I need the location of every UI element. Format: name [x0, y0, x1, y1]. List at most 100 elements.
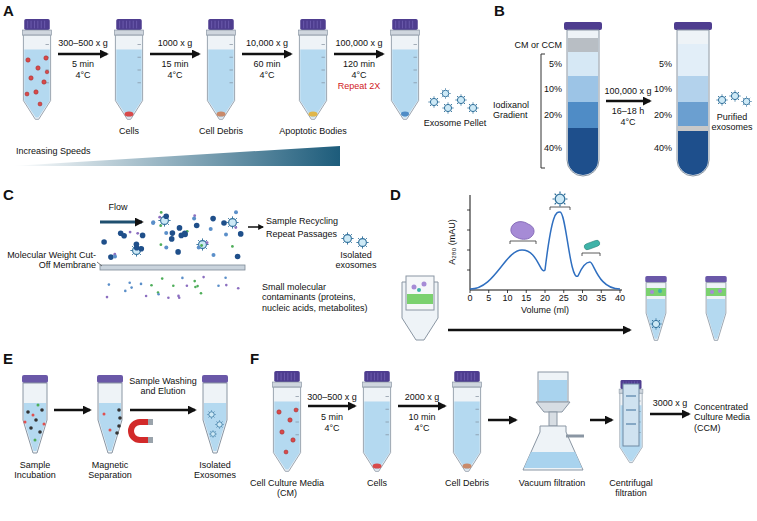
particle [192, 217, 196, 221]
text-label: 120 min [343, 59, 375, 69]
text-label: 20 [540, 293, 550, 303]
contaminant-dot [150, 284, 153, 287]
particle [206, 241, 209, 244]
contaminant-dot [237, 287, 240, 290]
particle [159, 224, 162, 227]
text-label: Repeat Passages [266, 229, 337, 239]
text-label: Repeat 2X [338, 81, 381, 91]
speed-wedge [12, 146, 340, 166]
eluate-tubes [645, 276, 726, 340]
text-label: 20% [544, 110, 562, 120]
particle [169, 236, 175, 242]
concentration-workflow [273, 371, 689, 471]
particle [234, 226, 237, 229]
contaminant-dot [186, 284, 189, 287]
particle [175, 249, 181, 255]
particle [164, 231, 168, 235]
contaminant-dot [161, 277, 164, 280]
contaminant-dot [196, 285, 199, 288]
particle [108, 254, 114, 260]
particle [212, 253, 216, 257]
particle [164, 246, 168, 250]
text-label: 60 min [253, 59, 280, 69]
particle [182, 232, 188, 238]
ultrafiltration-membrane [97, 214, 369, 270]
text-label: Sample Incubation [4, 460, 66, 481]
particle [209, 227, 213, 231]
text-label: 300–500 x g [58, 38, 108, 48]
contaminant-dot [108, 283, 111, 286]
text-label: 1000 x g [158, 38, 193, 48]
contaminant-dot [193, 280, 196, 283]
particle [235, 254, 241, 260]
contaminant-dot [200, 292, 203, 295]
particle [210, 216, 216, 222]
panel-letter: A [3, 2, 14, 19]
text-label: Purified exosomes [710, 112, 754, 133]
particles [101, 210, 243, 299]
text-label: Molecular Weight Cut-Off Membrane [2, 250, 96, 271]
particle [140, 233, 146, 239]
text-label: 10% [544, 84, 562, 94]
contaminant-dot [172, 285, 175, 288]
contaminant-dot [202, 276, 205, 279]
process-arrows [58, 53, 383, 56]
text-label: Vacuum filtration [516, 478, 588, 488]
particle [221, 220, 227, 226]
particle [238, 231, 244, 237]
contaminant-dot [128, 281, 131, 284]
contaminant-dot [178, 297, 181, 300]
text-label: 25 [559, 293, 569, 303]
text-label: 30 [577, 293, 587, 303]
text-label: 4°C [167, 70, 182, 80]
text-label: 5% [549, 59, 562, 69]
process-arrow [606, 100, 650, 103]
contaminant-dot [130, 286, 133, 289]
particle [139, 246, 145, 252]
text-label: Exosome Pellet [424, 118, 487, 128]
exosome-pellet [428, 88, 478, 113]
text-label: 0 [467, 293, 472, 303]
text-label: 3000 x g [653, 398, 688, 408]
particle [129, 231, 132, 234]
text-label: Cells [119, 126, 139, 136]
text-label: Volume (ml) [521, 305, 569, 315]
spin-column [402, 276, 438, 340]
text-label: CM or CCM [515, 40, 563, 50]
contaminant-dot [106, 296, 109, 299]
text-label: Sample Recycling [266, 216, 338, 226]
text-label: 20% [654, 110, 672, 120]
contaminant-dot [124, 290, 127, 293]
particle [170, 230, 176, 236]
text-label: Cell Debris [445, 478, 489, 488]
text-label: Isolated Exosomes [187, 460, 243, 481]
text-label: 10 [502, 293, 512, 303]
text-label: 5% [659, 59, 672, 69]
contaminant-dot [145, 295, 148, 298]
particle [163, 214, 169, 220]
text-label: Iodixanol Gradient [493, 100, 539, 121]
text-label: 100,000 x g [335, 38, 382, 48]
text-label: 16–18 h [612, 106, 645, 116]
text-label: Cell Debris [199, 126, 243, 136]
panel-a-tubes [23, 19, 420, 119]
text-label: Apoptotic Bodies [279, 126, 347, 136]
text-label: Isolated exosomes [332, 250, 380, 271]
particle [160, 211, 163, 214]
gradient-tube-2 [674, 22, 712, 176]
purified-exosomes [716, 90, 751, 106]
particle [101, 239, 107, 245]
text-label: Increasing Speeds [16, 146, 91, 156]
particle [151, 221, 155, 225]
panel-letter: E [3, 350, 13, 367]
text-label: 10,000 x g [246, 38, 288, 48]
text-label: 40 [615, 293, 625, 303]
text-label: 35 [596, 293, 606, 303]
sec-chromatogram [467, 192, 622, 293]
text-label: Cell Culture Media (CM) [247, 478, 327, 499]
text-label: 100,000 x g [604, 86, 651, 96]
panel-letter: B [494, 2, 505, 19]
contaminant-dot [167, 297, 170, 300]
contaminant-dot [140, 283, 143, 286]
